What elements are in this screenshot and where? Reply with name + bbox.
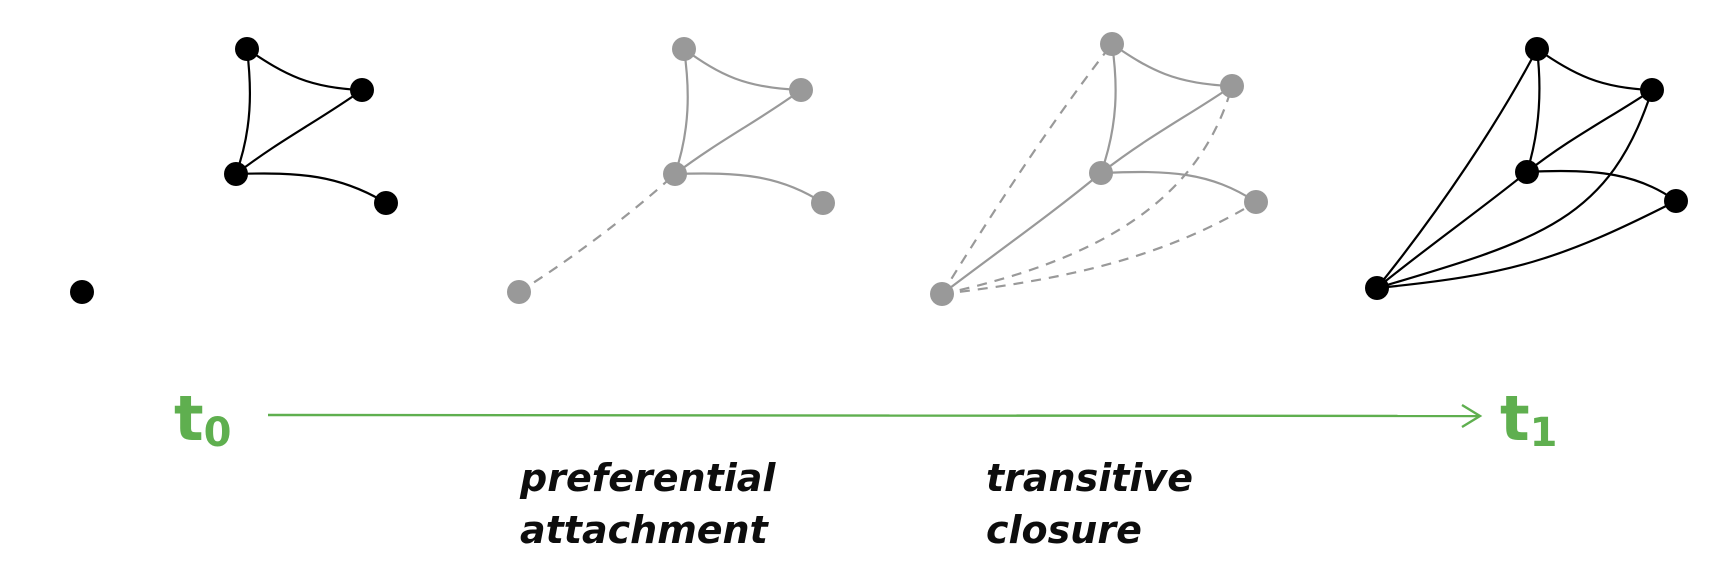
edge bbox=[1099, 43, 1117, 174]
node bbox=[1664, 189, 1688, 213]
node bbox=[1089, 161, 1113, 185]
edge bbox=[674, 172, 824, 204]
time-label-end-sub: 1 bbox=[1529, 410, 1558, 456]
node bbox=[1220, 74, 1244, 98]
node bbox=[1244, 190, 1268, 214]
time-label-end: t1 bbox=[1500, 388, 1557, 454]
new-edge-dashed bbox=[941, 85, 1234, 296]
node bbox=[350, 78, 374, 102]
panel-preferential-attachment bbox=[507, 37, 835, 304]
new-edge-dashed bbox=[941, 201, 1257, 296]
node bbox=[224, 162, 248, 186]
step-label-line: attachment bbox=[520, 508, 768, 552]
time-label-start: t0 bbox=[174, 388, 231, 454]
step-label-line: closure bbox=[986, 508, 1142, 552]
edge bbox=[234, 48, 252, 175]
edge bbox=[1526, 89, 1653, 173]
step-label-line: transitive bbox=[986, 456, 1193, 500]
edge bbox=[1376, 89, 1654, 290]
panel-initial bbox=[70, 37, 398, 304]
node bbox=[789, 78, 813, 102]
edge bbox=[1526, 169, 1677, 202]
edge bbox=[683, 48, 802, 92]
step-label-line: preferential bbox=[520, 456, 776, 500]
edge bbox=[235, 172, 387, 204]
edge bbox=[1525, 48, 1541, 173]
node bbox=[1100, 32, 1124, 56]
step-label-preferential-attachment: preferential attachment bbox=[520, 452, 775, 556]
node bbox=[1640, 78, 1664, 102]
time-label-start-main: t bbox=[174, 382, 204, 455]
timeline-arrow bbox=[267, 403, 1483, 429]
time-label-end-main: t bbox=[1500, 382, 1530, 455]
step-label-transitive-closure: transitive closure bbox=[986, 452, 1193, 556]
node bbox=[663, 162, 687, 186]
new-node bbox=[1365, 276, 1389, 300]
new-edge-dashed bbox=[941, 43, 1113, 295]
timeline-line bbox=[267, 413, 1479, 418]
node bbox=[235, 37, 259, 61]
node bbox=[1525, 37, 1549, 61]
new-node bbox=[70, 280, 94, 304]
new-edge-dashed bbox=[518, 173, 676, 293]
edge bbox=[1100, 85, 1233, 174]
panel-final bbox=[1365, 37, 1688, 300]
node bbox=[672, 37, 696, 61]
new-node bbox=[930, 282, 954, 306]
edge bbox=[1536, 48, 1653, 92]
node bbox=[1515, 160, 1539, 184]
edge bbox=[1100, 170, 1257, 203]
edge bbox=[673, 48, 689, 175]
time-label-start-sub: 0 bbox=[203, 410, 232, 456]
edge bbox=[1111, 43, 1233, 88]
edge bbox=[674, 89, 802, 175]
node bbox=[374, 191, 398, 215]
arrowhead bbox=[1461, 403, 1483, 429]
edge bbox=[1376, 171, 1528, 289]
edge bbox=[246, 48, 363, 92]
node bbox=[811, 191, 835, 215]
edge bbox=[1376, 48, 1538, 289]
new-node bbox=[507, 280, 531, 304]
edge bbox=[941, 172, 1102, 295]
edge bbox=[1376, 200, 1677, 290]
panel-transitive-closure bbox=[930, 32, 1268, 306]
edge bbox=[235, 89, 363, 175]
